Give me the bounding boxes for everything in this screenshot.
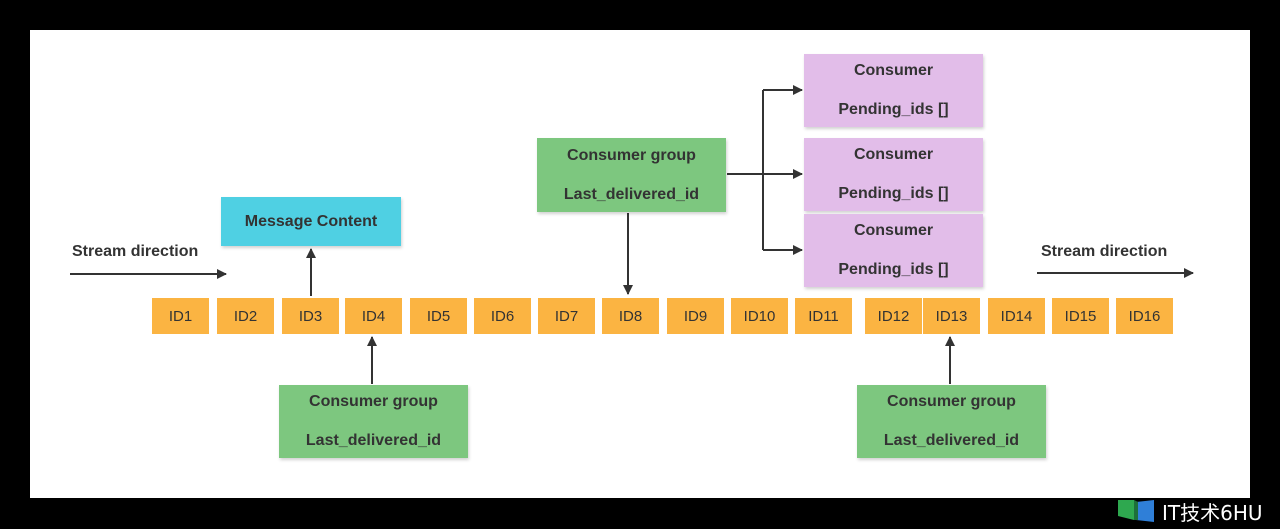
watermark: IT技术6HU — [1116, 496, 1263, 526]
message-content-box: Message Content — [221, 197, 401, 246]
consumer-group-subtitle: Last_delivered_id — [305, 432, 442, 449]
stream-direction-label-right: Stream direction — [1041, 243, 1168, 260]
watermark-text: IT技术6HU — [1162, 500, 1263, 525]
consumer-box-3: Consumer Pending_ids [] — [804, 214, 983, 287]
message-content-label: Message Content — [244, 212, 378, 230]
stream-id-7: ID7 — [538, 298, 595, 334]
stream-id-10: ID10 — [731, 298, 788, 334]
consumer-group-bottom-right: Consumer group Last_delivered_id — [857, 385, 1046, 458]
stream-id-3: ID3 — [282, 298, 339, 334]
consumer-pending-ids: Pending_ids [] — [838, 261, 949, 278]
diagram-canvas — [30, 30, 1250, 498]
stream-direction-label-left: Stream direction — [72, 243, 199, 260]
consumer-group-title: Consumer group — [887, 393, 1016, 410]
stream-id-12: ID12 — [865, 298, 922, 334]
consumer-title: Consumer — [853, 146, 934, 163]
stream-id-16: ID16 — [1116, 298, 1173, 334]
stream-id-6: ID6 — [474, 298, 531, 334]
consumer-box-2: Consumer Pending_ids [] — [804, 138, 983, 211]
stream-id-13: ID13 — [923, 298, 980, 334]
consumer-group-subtitle: Last_delivered_id — [883, 432, 1020, 449]
stream-id-14: ID14 — [988, 298, 1045, 334]
book-logo-icon — [1116, 498, 1156, 524]
consumer-pending-ids: Pending_ids [] — [838, 101, 949, 118]
consumer-title: Consumer — [853, 222, 934, 239]
consumer-box-1: Consumer Pending_ids [] — [804, 54, 983, 127]
consumer-pending-ids: Pending_ids [] — [838, 185, 949, 202]
stream-id-9: ID9 — [667, 298, 724, 334]
consumer-group-bottom-left: Consumer group Last_delivered_id — [279, 385, 468, 458]
consumer-group-title: Consumer group — [309, 393, 438, 410]
stream-id-1: ID1 — [152, 298, 209, 334]
stream-id-2: ID2 — [217, 298, 274, 334]
consumer-group-top: Consumer group Last_delivered_id — [537, 138, 726, 212]
stream-id-15: ID15 — [1052, 298, 1109, 334]
stream-id-11: ID11 — [795, 298, 852, 334]
stream-id-4: ID4 — [345, 298, 402, 334]
consumer-group-subtitle: Last_delivered_id — [563, 185, 700, 203]
consumer-group-title: Consumer group — [567, 146, 696, 164]
stream-id-5: ID5 — [410, 298, 467, 334]
consumer-title: Consumer — [853, 62, 934, 79]
stream-id-8: ID8 — [602, 298, 659, 334]
